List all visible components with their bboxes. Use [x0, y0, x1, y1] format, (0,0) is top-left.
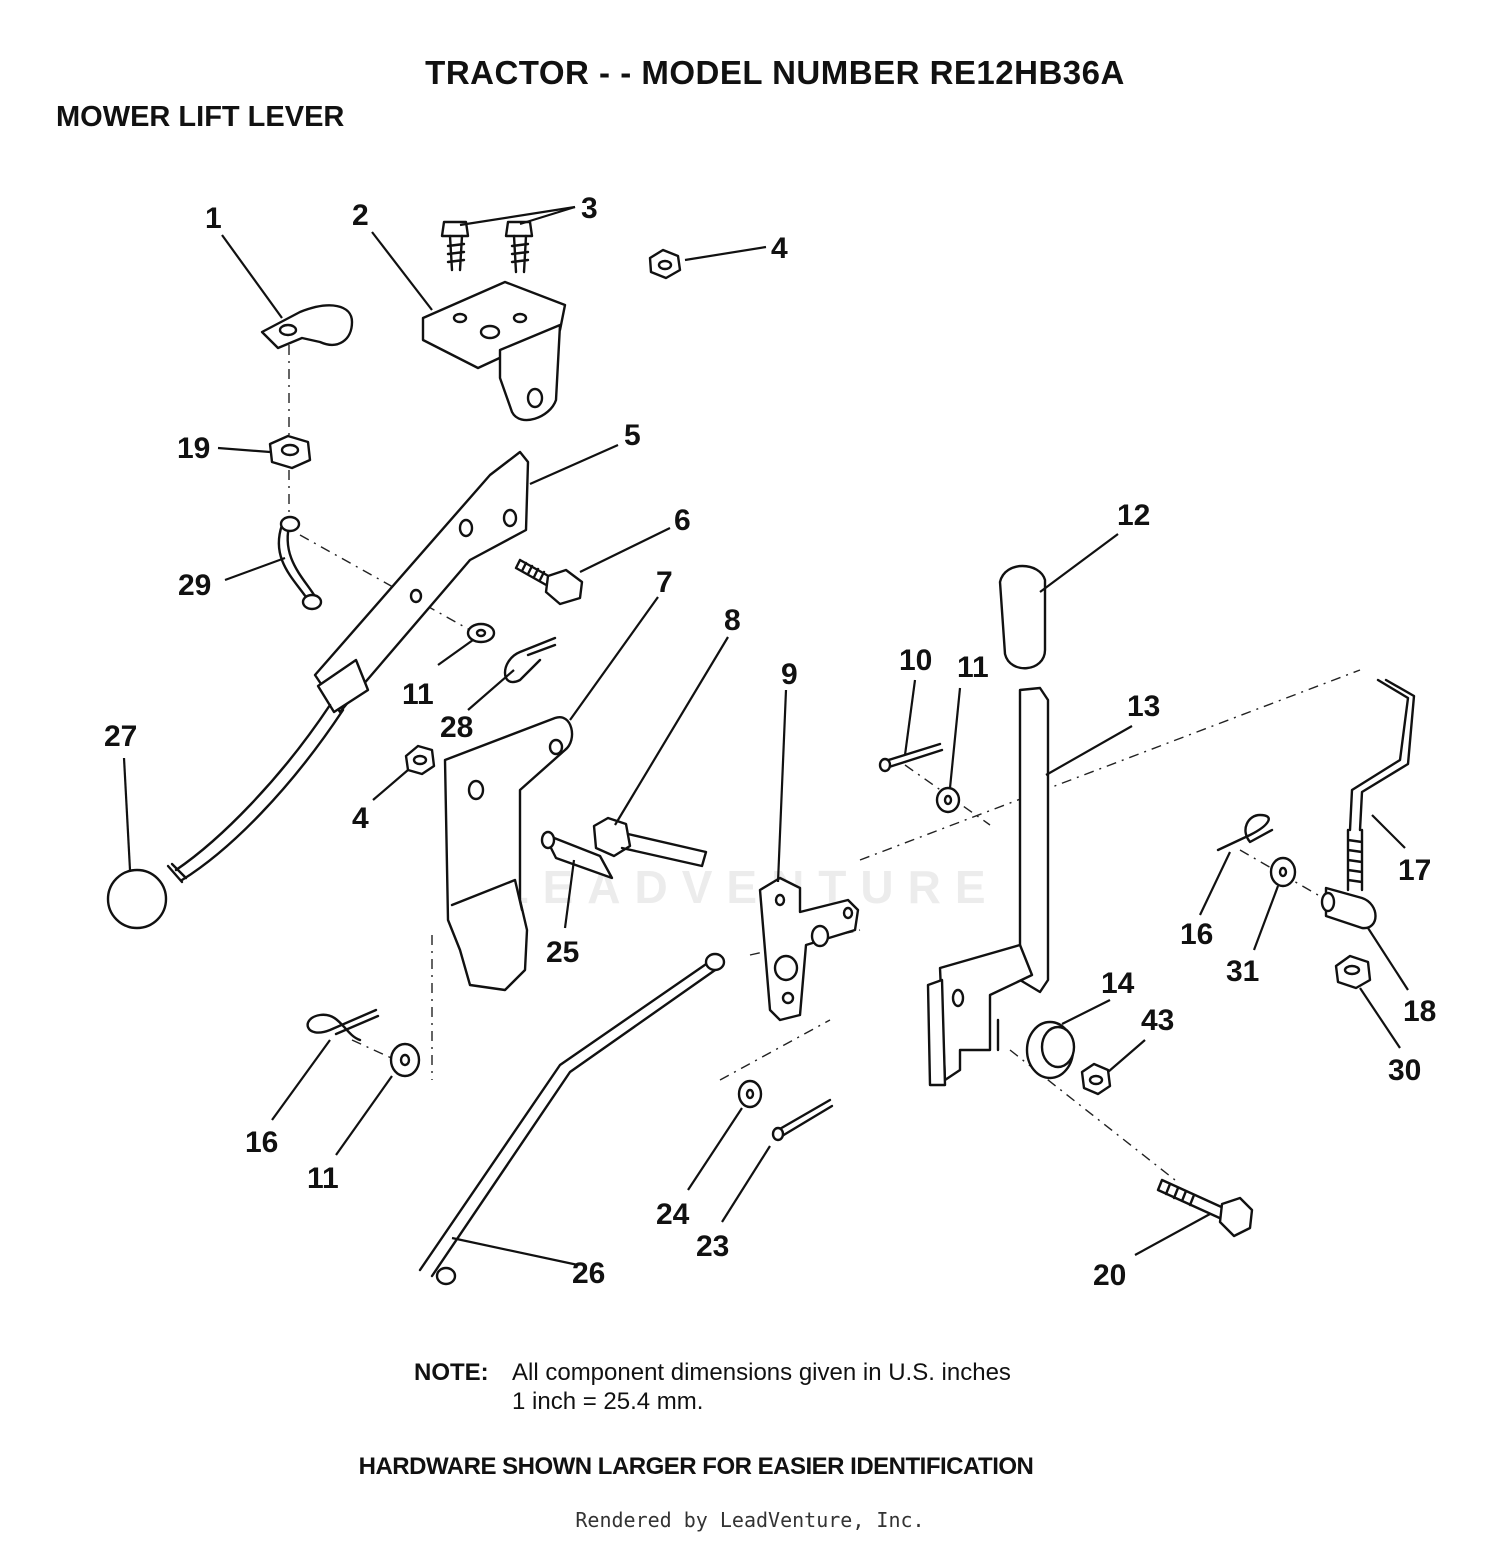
part-30-nut [1334, 954, 1372, 990]
callout-20: 20 [1093, 1259, 1126, 1292]
callout-19: 19 [177, 432, 210, 465]
callout-8: 8 [724, 604, 741, 637]
callout-43: 43 [1141, 1004, 1174, 1037]
callout-9: 9 [781, 658, 798, 691]
callout-4-lower: 4 [352, 802, 369, 835]
note-label: NOTE: [414, 1359, 489, 1386]
part-17-adjustment-rod [1346, 678, 1416, 892]
part-4-nut-lower [404, 744, 436, 776]
callout-3: 3 [581, 192, 598, 225]
part-18-ferrule [1320, 886, 1377, 930]
leader-lines [122, 205, 1409, 1267]
part-6-bolt [514, 558, 584, 606]
callout-11-lower: 11 [307, 1162, 339, 1195]
part-8-bolt [592, 816, 708, 868]
part-3-bolts [440, 220, 534, 274]
part-19-nut [268, 434, 312, 470]
part-11-washer-lower [389, 1042, 421, 1078]
callout-26: 26 [572, 1257, 605, 1290]
callout-11-mid: 11 [957, 651, 989, 684]
callout-25: 25 [546, 936, 579, 969]
part-11-washer-upper [466, 622, 496, 644]
part-25-spacer [540, 830, 614, 880]
part-9-pivot-plate [758, 876, 860, 1022]
callout-4: 4 [771, 232, 788, 265]
callout-10: 10 [899, 644, 932, 677]
part-31-washer [1269, 856, 1297, 888]
part-24-washer [737, 1079, 763, 1109]
note-line-1: All component dimensions given in U.S. i… [512, 1359, 1011, 1386]
part-13-lift-lever [926, 686, 1050, 1087]
callout-labels: 1 2 3 4 19 5 6 12 29 7 8 9 10 11 13 11 2… [104, 192, 1436, 1292]
callout-2: 2 [352, 199, 369, 232]
part-29-link [277, 515, 323, 611]
callout-6: 6 [674, 504, 691, 537]
callout-13: 13 [1127, 690, 1160, 723]
part-23-cotter-pin [771, 1098, 834, 1142]
callout-28: 28 [440, 711, 473, 744]
hardware-note: HARDWARE SHOWN LARGER FOR EASIER IDENTIF… [358, 1453, 1034, 1480]
part-16-hairpin-right [1216, 813, 1274, 852]
callout-17: 17 [1398, 854, 1431, 887]
part-7-bracket-plate [443, 716, 574, 992]
callout-12: 12 [1117, 499, 1150, 532]
part-43-nut [1080, 1062, 1112, 1096]
part-4-nut-top [648, 248, 682, 280]
note-text: All component dimensions given in U.S. i… [512, 1358, 1011, 1416]
note-line-2: 1 inch = 25.4 mm. [512, 1388, 704, 1415]
part-5-lift-arm [166, 450, 530, 884]
part-26-link-rod [418, 952, 726, 1286]
callout-14: 14 [1101, 967, 1135, 1000]
part-27-knob [106, 868, 168, 930]
callout-30: 30 [1388, 1054, 1421, 1087]
part-2-bracket [421, 280, 567, 422]
callout-1: 1 [205, 202, 222, 235]
callout-11-upper: 11 [402, 678, 434, 711]
part-28-hairpin [503, 636, 557, 684]
callout-29: 29 [178, 569, 211, 602]
callout-16-right: 16 [1180, 918, 1213, 951]
part-10-cotter-pin [878, 742, 944, 773]
dimension-note: NOTE: All component dimensions given in U… [414, 1358, 1011, 1416]
render-credit: Rendered by LeadVenture, Inc. [575, 1508, 925, 1532]
callout-7: 7 [656, 566, 673, 599]
callout-5: 5 [624, 419, 641, 452]
page-title: TRACTOR - - MODEL NUMBER RE12HB36A [425, 54, 1125, 91]
callout-18: 18 [1403, 995, 1436, 1028]
section-subtitle: MOWER LIFT LEVER [56, 101, 345, 133]
callout-24: 24 [656, 1198, 690, 1231]
part-12-handle-grip [998, 564, 1047, 670]
callout-23: 23 [696, 1230, 729, 1263]
callout-16-left: 16 [245, 1126, 278, 1159]
leadventure-watermark: LEADVENTURE [500, 861, 1000, 913]
part-1-clip [260, 304, 354, 350]
part-14-bushing [1025, 1020, 1076, 1080]
part-20-bolt [1156, 1178, 1254, 1238]
callout-31: 31 [1226, 955, 1259, 988]
part-16-hairpin-left [306, 1008, 380, 1042]
part-11-washer-mid [935, 786, 961, 814]
callout-27: 27 [104, 720, 137, 753]
